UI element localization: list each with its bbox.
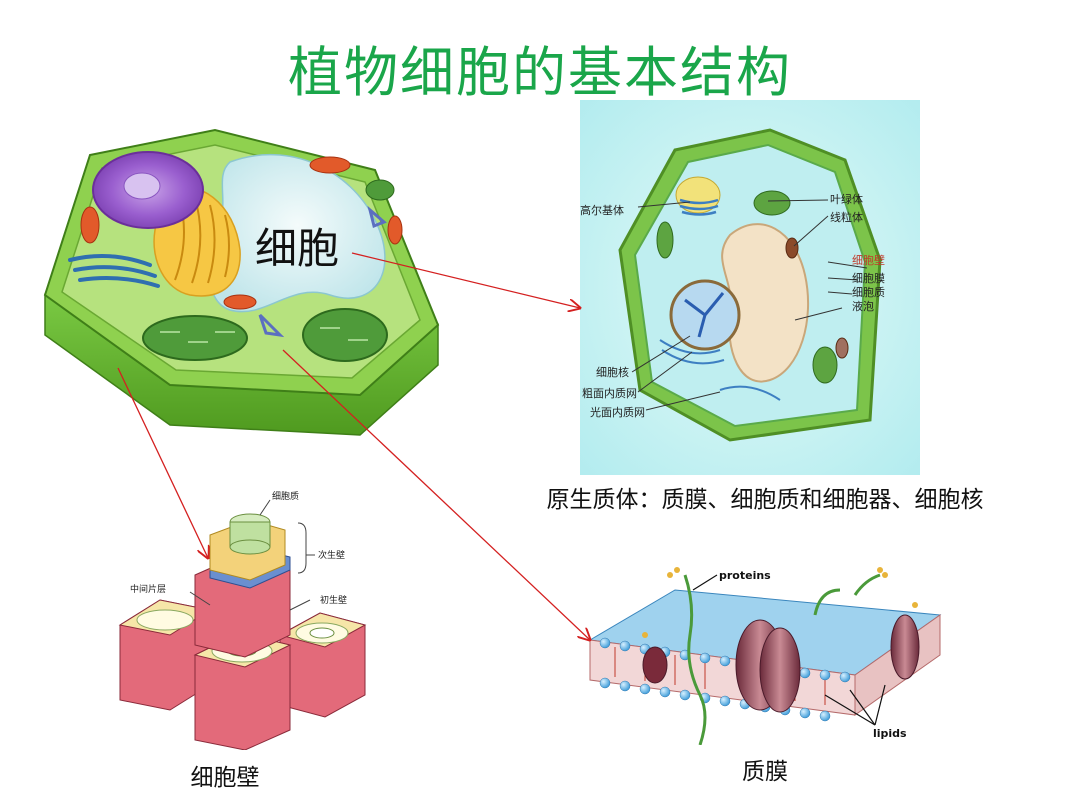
transmembrane-protein-2 — [759, 627, 801, 713]
membrane-caption: 质膜 — [742, 759, 788, 785]
chloroplast-label: 叶绿体 — [830, 192, 863, 206]
protein-chain-1 — [683, 574, 707, 745]
cell-wall-label: 细胞壁 — [852, 253, 885, 267]
protoplast-diagram: 高尔基体 叶绿体 线粒体 细胞壁 细胞膜 细胞质 液泡 细胞核 粗面内质网 光面… — [580, 100, 920, 475]
protoplast-chloroplast-1 — [753, 190, 791, 216]
mitochondria-label: 线粒体 — [830, 210, 863, 224]
chloroplast-1 — [142, 315, 248, 361]
mitochondrion-1 — [80, 206, 100, 244]
mitochondrion-4 — [387, 215, 403, 245]
wall-cytoplasm-label: 细胞质 — [272, 490, 299, 502]
hex-column-group — [118, 513, 367, 750]
slide-title: 植物细胞的基本结构 — [288, 41, 792, 104]
cell-label: 细胞 — [255, 224, 340, 273]
lipids-label: lipids — [873, 727, 907, 740]
protein-chain-2 — [813, 588, 841, 616]
cytoplasm-label: 细胞质 — [852, 286, 885, 299]
peripheral-protein — [642, 646, 668, 684]
protein-chain-3 — [853, 573, 881, 596]
protoplast-golgi — [675, 176, 721, 214]
protoplast-chloroplast-3 — [812, 346, 838, 384]
middle-lamella-label: 中间片层 — [130, 583, 166, 595]
protoplast-mitochondrion-2 — [835, 337, 849, 359]
protoplast-chloroplast-2 — [656, 221, 674, 259]
cell-wall-diagram: 细胞质 次生壁 中间片层 初生壁 — [118, 490, 367, 750]
primary-wall-label: 初生壁 — [320, 594, 347, 606]
mitochondrion-2 — [309, 156, 351, 174]
chloroplast-2 — [302, 308, 388, 362]
cell-membrane-label: 细胞膜 — [852, 272, 885, 285]
nucleus-label: 细胞核 — [596, 365, 629, 379]
protoplast-mitochondrion-1 — [785, 237, 799, 259]
transmembrane-protein-3 — [890, 614, 920, 680]
mitochondrion-3 — [223, 294, 257, 310]
golgi-label: 高尔基体 — [580, 203, 624, 217]
secondary-wall-label: 次生壁 — [318, 549, 345, 561]
chloroplast-3 — [365, 179, 395, 201]
cell-wall-caption: 细胞壁 — [190, 765, 260, 791]
vacuole-label: 液泡 — [852, 299, 874, 313]
nucleolus-shape — [123, 172, 161, 200]
smooth-er-label: 光面内质网 — [590, 405, 645, 419]
protoplast-caption: 原生质体：质膜、细胞质和细胞器、细胞核 — [546, 487, 984, 513]
rough-er-label: 粗面内质网 — [582, 386, 637, 400]
membrane-diagram: proteins lipids — [588, 567, 942, 745]
plant-cell-illustration — [43, 128, 440, 436]
proteins-label: proteins — [719, 569, 771, 582]
